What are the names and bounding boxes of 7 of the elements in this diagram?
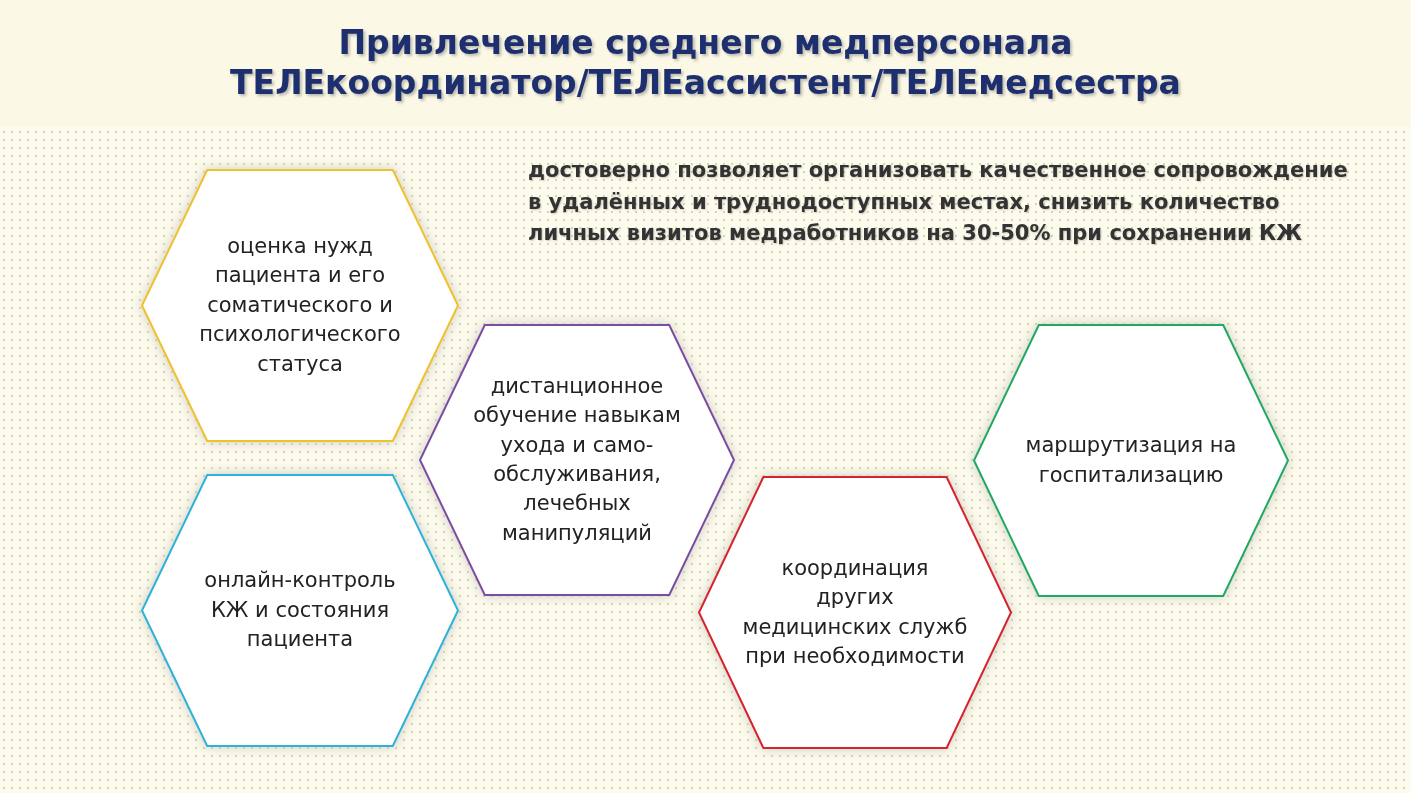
title: Привлечение среднего медперсонала ТЕЛЕкоординатор/ТЕЛЕассистент/ТЕЛЕмедсестра <box>229 23 1182 103</box>
hexagon-text: дистанционное обучение навыкам ухода и само-обслуживания, лечебных манипуляций <box>472 372 682 547</box>
hexagon-text: онлайн-контроль КЖ и состояния пациента <box>203 567 397 654</box>
hexagon-text: маршрутизация на госпитализацию <box>1024 432 1238 489</box>
note-text: достоверно позволяет организовать качественное сопровождение в удалённых и труднодоступных местах, снизить количество личных визитов медработников на 30-50% при сохранении КЖ <box>528 157 1349 247</box>
hexagon-text: координация других медицинских служб при необходимости <box>741 554 969 670</box>
hexagon-text: оценка нужд пациента и его соматического и психологического статуса <box>198 233 402 378</box>
